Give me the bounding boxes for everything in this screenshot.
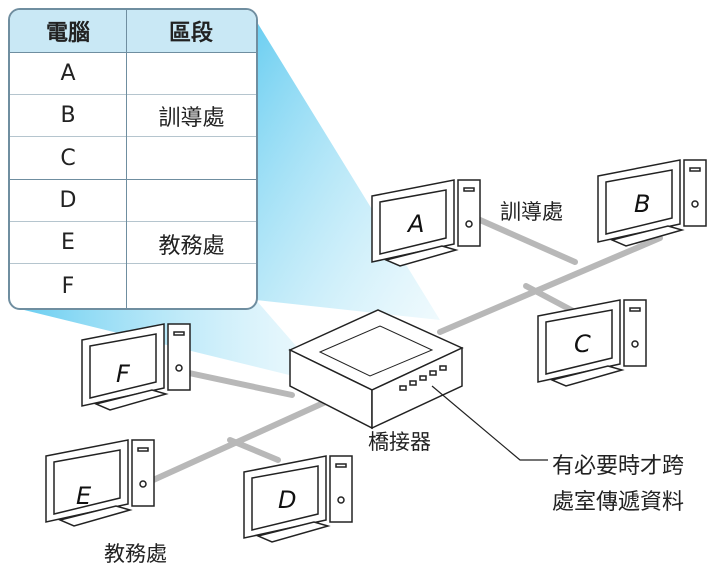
computer-label-a: A xyxy=(406,210,424,238)
cell-computer: B xyxy=(60,103,76,128)
computer-label-b: B xyxy=(634,190,650,218)
computer-segment-table: 電腦 區段 A B C D E F 訓導處 教務處 xyxy=(8,8,258,310)
table-row: F xyxy=(10,264,256,308)
cell-segment-group-1: 訓導處 xyxy=(158,106,225,131)
computer-label-e: E xyxy=(76,482,92,510)
column-divider xyxy=(126,52,127,308)
segment-label-bottom: 教務處 xyxy=(104,542,167,566)
segment-label-top: 訓導處 xyxy=(500,200,563,224)
group-divider xyxy=(126,179,256,180)
cell-computer: F xyxy=(61,273,75,299)
annotation-line-2: 處室傳遞資料 xyxy=(552,490,685,515)
table-row: E xyxy=(10,222,256,264)
table-row: A xyxy=(10,53,256,95)
computer-d: D xyxy=(243,455,353,543)
bridge-label: 橋接器 xyxy=(368,430,431,454)
highlight-beam-top xyxy=(252,14,440,320)
computer-f: F xyxy=(81,323,191,411)
computer-e: E xyxy=(45,439,155,527)
annotation-line-1: 有必要時才跨 xyxy=(552,454,685,479)
computer-label-f: F xyxy=(116,360,131,388)
annotation-leader-line xyxy=(431,385,548,461)
cell-segment-group-2: 教務處 xyxy=(158,234,225,259)
computer-label-d: D xyxy=(278,486,296,514)
header-segment: 區段 xyxy=(168,21,213,46)
table-row: B xyxy=(10,95,256,137)
header-computer: 電腦 xyxy=(10,10,127,52)
computer-b: B xyxy=(597,159,707,247)
computer-label-c: C xyxy=(574,330,591,358)
cell-computer: C xyxy=(60,145,76,171)
computer-c: C xyxy=(537,299,647,387)
cell-computer: A xyxy=(60,61,76,86)
table-row: D xyxy=(10,180,256,222)
computer-a: A xyxy=(371,179,481,267)
bridge-ports xyxy=(399,365,447,391)
cell-computer: E xyxy=(61,230,75,255)
cell-computer: D xyxy=(59,188,77,213)
table-header-row: 電腦 區段 xyxy=(10,10,256,53)
bridge-device xyxy=(288,309,464,430)
